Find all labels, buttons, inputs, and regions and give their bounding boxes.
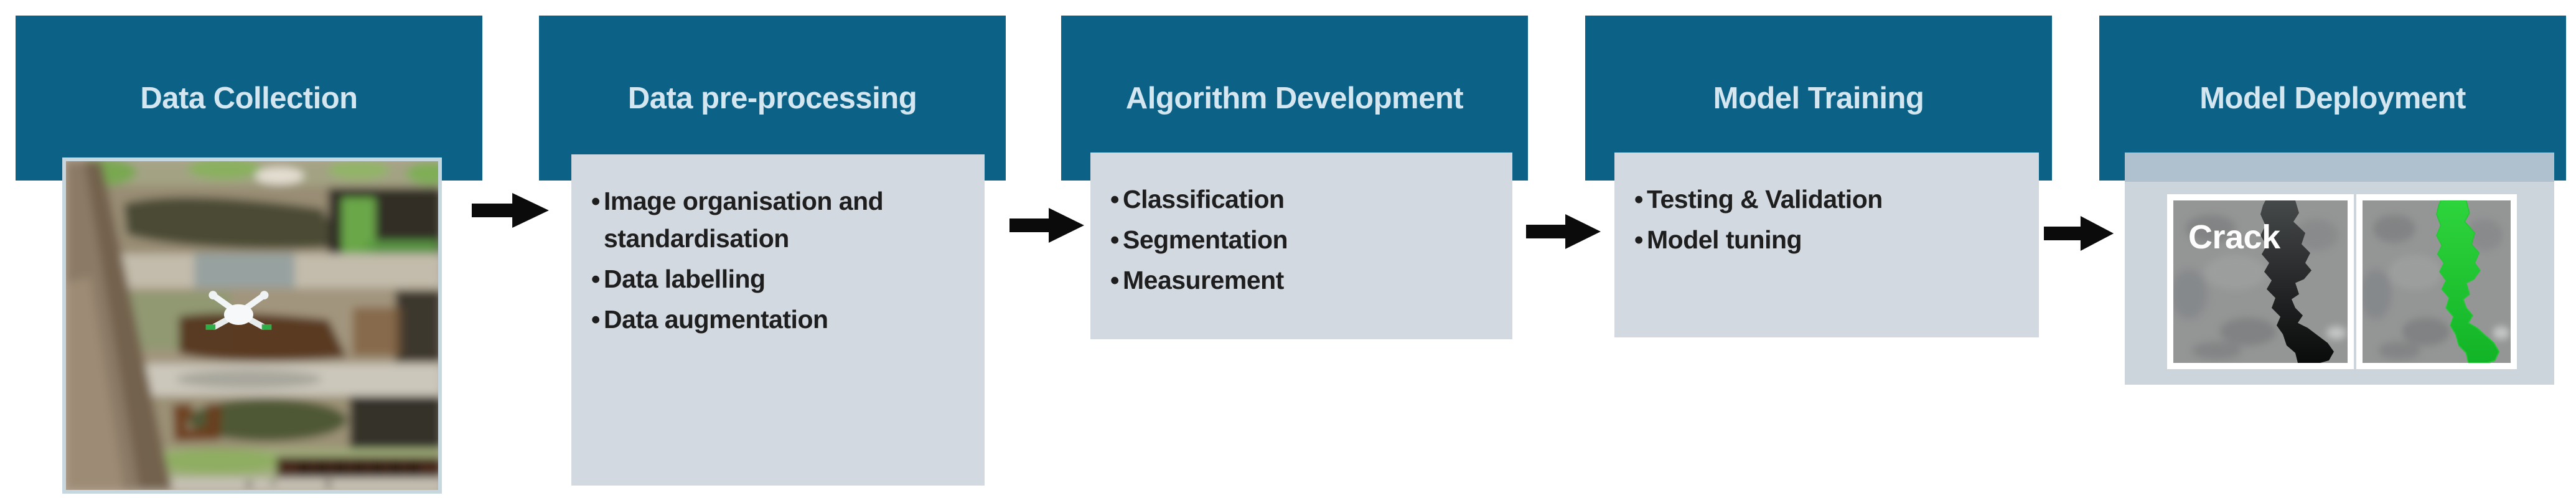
flow-arrow-icon — [2044, 214, 2115, 253]
bullet-item: Testing & Validation — [1634, 181, 2021, 218]
crack-photo-illustration — [2173, 200, 2348, 363]
bullet-item: Data labelling — [591, 260, 967, 298]
stage-title: Data Collection — [140, 81, 358, 115]
bullet-item: Classification — [1110, 181, 1495, 218]
bullet-list: Image organisation and standardisation D… — [571, 154, 985, 338]
bullet-item: Measurement — [1110, 261, 1495, 299]
stage-body-panel: Testing & Validation Model tuning — [1614, 153, 2039, 337]
stage-body-panel: Image organisation and standardisation D… — [571, 154, 985, 486]
flow-arrow-icon — [1009, 205, 1085, 245]
stage-data-collection: Data Collection — [16, 16, 482, 494]
stage-title: Algorithm Development — [1125, 81, 1464, 115]
stage-data-pre-processing: Data pre-processing Image organisation a… — [539, 16, 1006, 486]
bullet-item: Segmentation — [1110, 221, 1495, 258]
drone-inspection-photo — [62, 157, 442, 494]
deployment-result-panel: Crack — [2125, 153, 2554, 385]
crack-segmentation-illustration — [2363, 200, 2511, 363]
bullet-item: Model tuning — [1634, 221, 2021, 258]
stage-algorithm-development: Algorithm Development Classification Seg… — [1061, 16, 1528, 339]
crack-photo-original: Crack — [2167, 194, 2354, 369]
stage-header: Data Collection — [16, 16, 482, 181]
drone-inspection-illustration — [66, 161, 438, 490]
bullet-item: Data augmentation — [591, 301, 967, 338]
flow-arrow-icon — [472, 190, 550, 230]
stage-model-deployment: Crack — [2099, 16, 2566, 385]
stage-header: Data pre-processing — [539, 16, 1006, 181]
stage-title: Model Training — [1713, 81, 1924, 115]
drone-icon — [205, 291, 272, 330]
stage-body-panel: Classification Segmentation Measurement — [1090, 153, 1512, 339]
bullet-list: Testing & Validation Model tuning — [1614, 153, 2039, 258]
stage-title: Data pre-processing — [627, 81, 917, 115]
crack-photo-segmented — [2356, 194, 2517, 369]
bullet-item: Image organisation and standardisation — [591, 182, 967, 257]
deployment-panel-strip — [2125, 153, 2554, 182]
stage-model-training: Model Training Testing & Validation Mode… — [1585, 16, 2052, 337]
stage-title: Model Deployment — [2199, 81, 2466, 115]
crack-overlay-label: Crack — [2188, 218, 2280, 256]
bullet-list: Classification Segmentation Measurement — [1090, 153, 1512, 299]
flow-arrow-icon — [1526, 212, 1602, 251]
